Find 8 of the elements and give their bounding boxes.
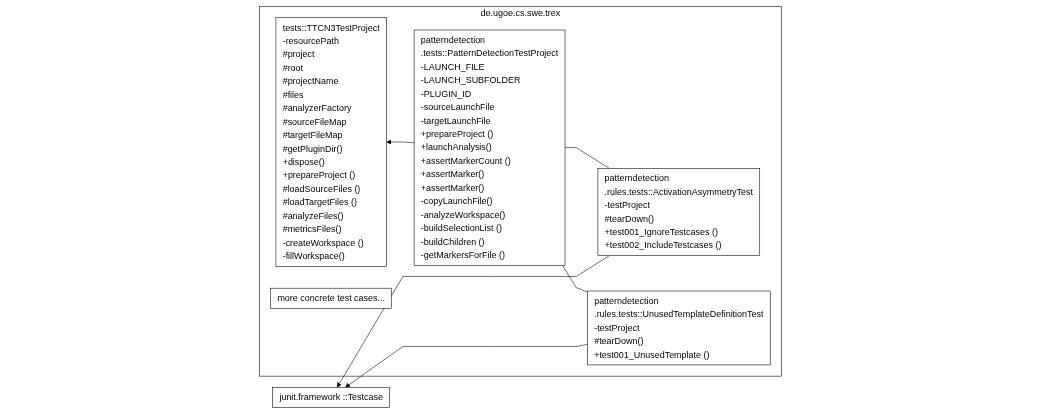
cluster xyxy=(258,6,782,377)
node-box xyxy=(269,287,392,309)
node-box xyxy=(275,17,387,267)
node-box xyxy=(271,387,390,408)
node-box xyxy=(586,290,771,366)
connector xyxy=(561,264,588,293)
node-box xyxy=(597,168,760,256)
node-box xyxy=(413,29,565,266)
